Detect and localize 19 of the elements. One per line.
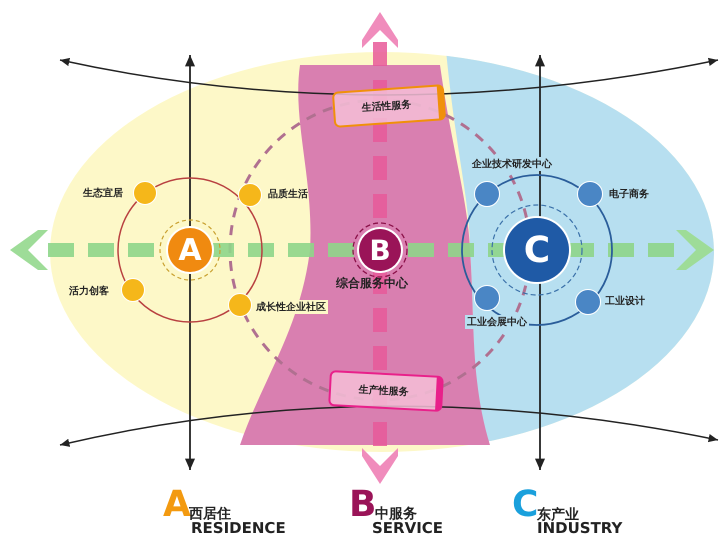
zone-name: 东产业: [537, 508, 579, 522]
zone-letter: C: [512, 487, 538, 523]
zone-name: 中服务: [375, 507, 417, 521]
node-caption: 电子商务: [609, 187, 649, 201]
zone-letter: B: [349, 487, 376, 523]
node-caption: 活力创客: [69, 284, 109, 298]
zone-name: INDUSTRY: [537, 521, 622, 536]
node-caption: 企业技术研发中心: [470, 157, 554, 171]
node-caption: 品质生活: [268, 188, 308, 201]
zone-center-circle: B: [359, 229, 401, 271]
node-caption: 综合服务中心: [336, 275, 408, 292]
zone-name: 西居住: [189, 507, 231, 521]
node-caption: 工业会展中心: [465, 315, 529, 329]
node-caption: 成长性企业社区: [254, 300, 328, 314]
zone-name: SERVICE: [372, 521, 444, 536]
zone-name: RESIDENCE: [191, 521, 286, 536]
node-caption: 生态宜居: [83, 186, 123, 200]
node-caption: 工业设计: [605, 294, 645, 308]
zone-letter: A: [163, 487, 191, 523]
